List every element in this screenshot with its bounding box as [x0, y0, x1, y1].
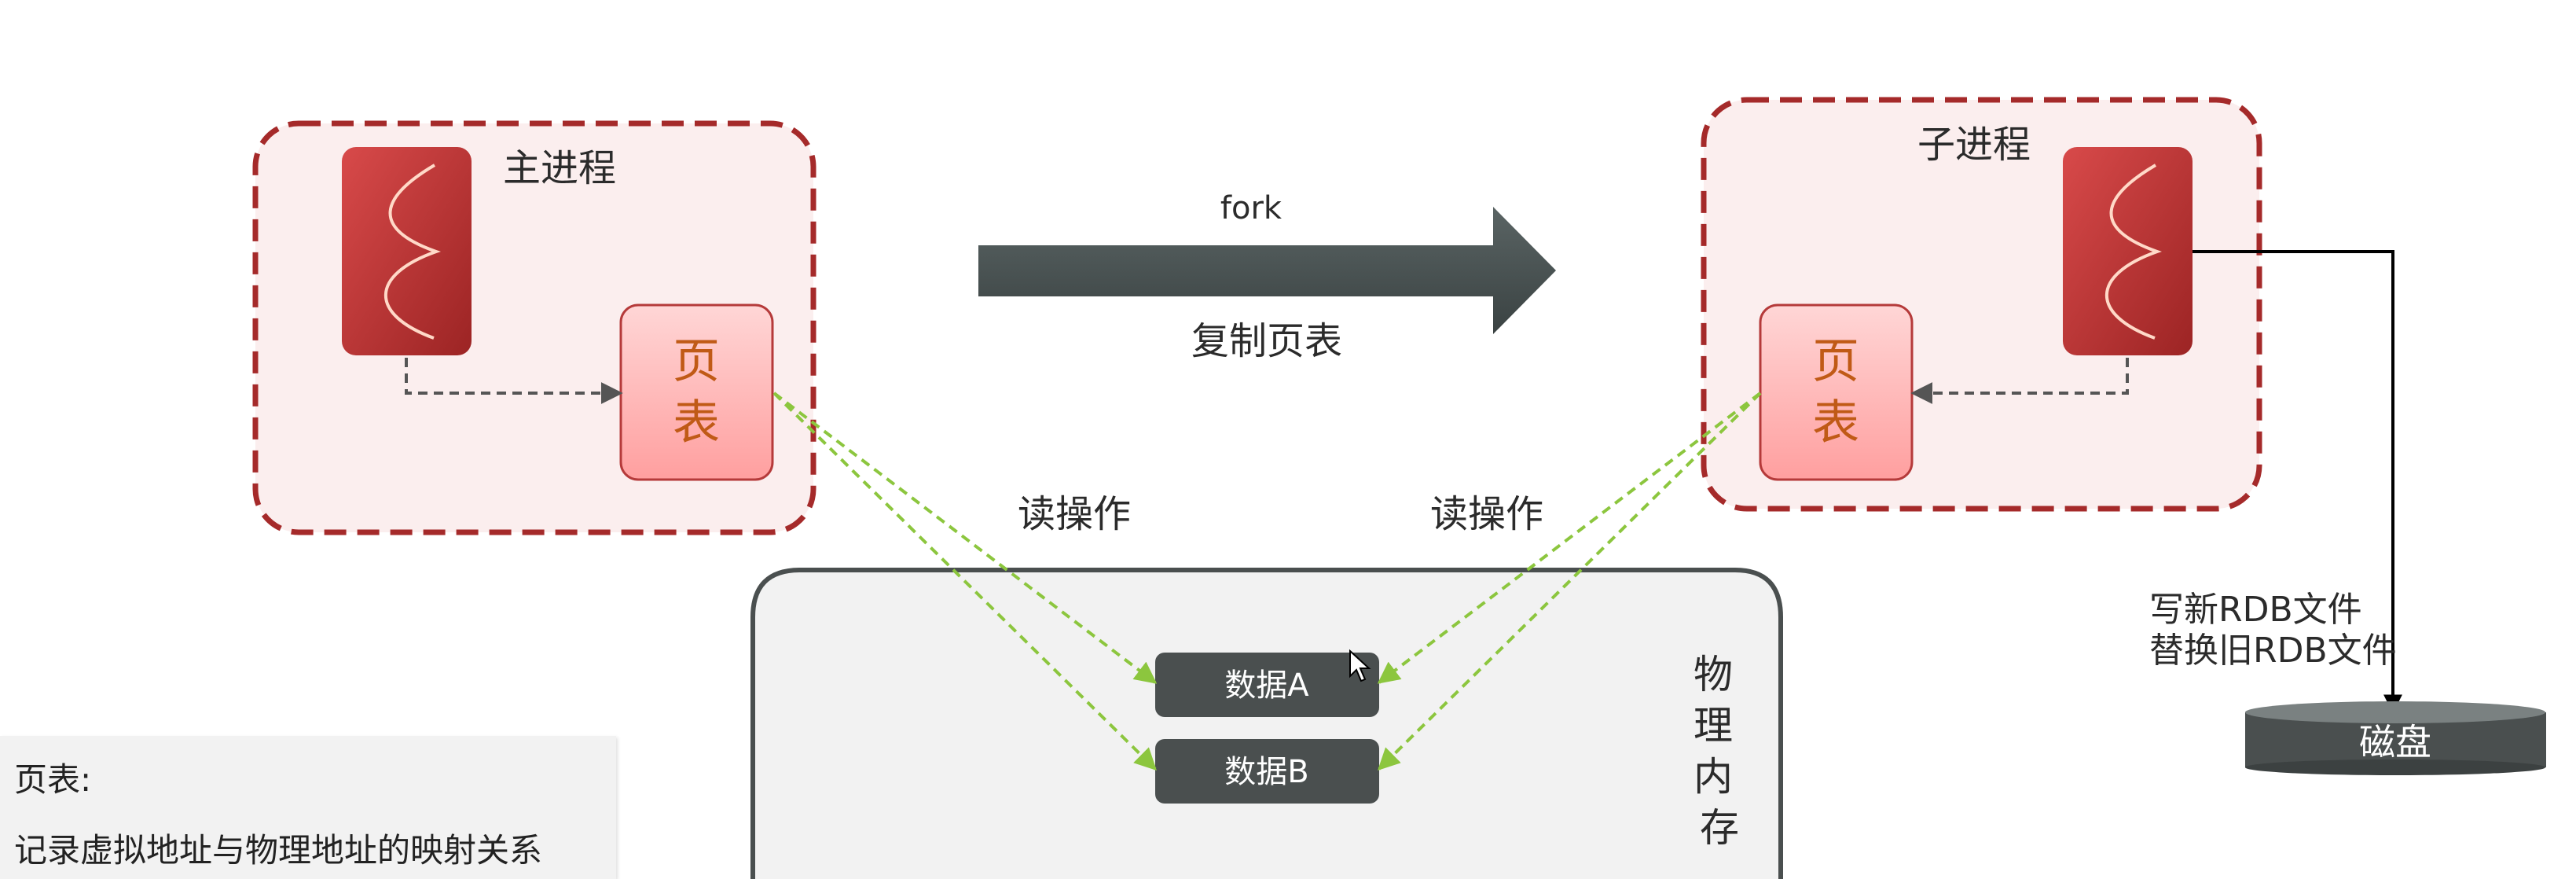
physical-memory-box: 物 理 内 存 数据A 数据B [750, 568, 1783, 879]
child-page-table-box: 页表 [1759, 303, 1914, 481]
mouse-cursor-icon [1349, 649, 1371, 682]
main-page-table-box: 页表 [619, 303, 774, 481]
fork-arrow: fork 复制页表 [978, 190, 1556, 363]
read-operation-right-label: 读操作 [1430, 492, 1543, 536]
main-thread-to-page-table-arrow [405, 358, 623, 404]
page-table-note: 页表: 记录虚拟地址与物理地址的映射关系 [0, 736, 616, 879]
physical-memory-char-3: 内 [1693, 754, 1733, 800]
read-arrows [772, 392, 1762, 771]
child-to-disk-arrow [2193, 250, 2402, 714]
data-a-box: 数据A [1155, 653, 1379, 717]
child-page-table-label-char-2: 表 [1812, 395, 1859, 451]
main-page-table-label-char-2: 表 [673, 395, 720, 451]
child-to-data-a-arrow [1377, 392, 1762, 684]
write-new-rdb-label: 写新RDB文件 [2149, 590, 2362, 630]
data-a-label: 数据A [1224, 668, 1309, 704]
physical-memory-label: 物 理 内 存 [1693, 652, 1745, 851]
main-page-table-label-char-1: 页 [673, 334, 720, 389]
child-process-box: 子进程 页表 [1701, 97, 2262, 512]
fork-label: fork [1220, 190, 1282, 226]
child-thread-to-page-table-arrow [1910, 358, 2129, 404]
main-to-data-b-arrow [772, 392, 1157, 771]
physical-memory-char-4: 存 [1700, 805, 1739, 851]
replace-old-rdb-label: 替换旧RDB文件 [2149, 631, 2397, 671]
note-body: 记录虚拟地址与物理地址的映射关系 [14, 831, 543, 870]
main-to-data-a-arrow [772, 392, 1158, 684]
child-to-data-b-arrow [1378, 392, 1762, 771]
child-page-table-label-char-1: 页 [1812, 334, 1859, 389]
main-process-box: 主进程 页表 [252, 120, 816, 535]
main-process-label: 主进程 [503, 146, 616, 190]
read-operation-left-label: 读操作 [1018, 492, 1131, 536]
main-page-table-label: 页表 [673, 334, 720, 451]
physical-memory-char-2: 理 [1693, 703, 1733, 748]
disk-label: 磁盘 [2359, 721, 2431, 763]
main-thread-icon [342, 147, 472, 355]
child-thread-icon [2063, 147, 2193, 355]
data-b-label: 数据B [1224, 754, 1308, 790]
child-page-table-label: 页表 [1812, 334, 1859, 451]
child-process-label: 子进程 [1917, 123, 2031, 167]
note-title: 页表: [14, 760, 92, 799]
physical-memory-char-1: 物 [1693, 652, 1733, 697]
copy-page-table-label: 复制页表 [1191, 319, 1342, 363]
data-b-box: 数据B [1155, 739, 1379, 804]
disk-icon: 磁盘 [2245, 701, 2546, 775]
